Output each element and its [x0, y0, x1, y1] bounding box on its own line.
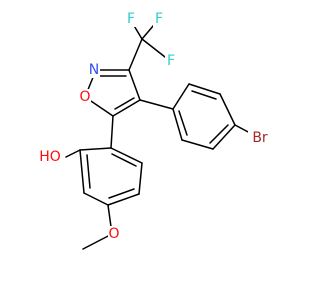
atom-label-o-methoxy: O	[108, 226, 119, 242]
bond-ph2-oh	[65, 149, 81, 158]
bond-c5-ph	[110, 115, 114, 149]
atom-label-f3: F	[167, 53, 175, 69]
atom-label-o-ring: O	[79, 89, 90, 105]
atom-label-f1: F	[127, 11, 135, 27]
bond-cf3-c	[128, 38, 143, 71]
bond-ph5-ph6	[138, 162, 143, 195]
mask-o-ring	[79, 89, 91, 105]
bond-c4-c3	[128, 69, 141, 101]
atom-label-br: Br	[252, 130, 268, 146]
bond-ar5-ar6	[181, 139, 214, 150]
mask-br	[248, 130, 272, 146]
bond-ph1-ph2	[79, 147, 112, 151]
mask-n	[88, 62, 100, 78]
bond-ar2-ar3	[188, 83, 221, 95]
bond-ar4-ar5-double	[209, 124, 229, 144]
atom-label-f2: F	[155, 11, 163, 27]
mask-o-methoxy	[108, 226, 120, 242]
bond-c4-ar	[139, 99, 174, 110]
bond-c-f3	[141, 38, 166, 58]
bond-ph6-ph1-double	[111, 153, 137, 167]
atom-label-ho: HO	[39, 149, 61, 165]
bond-ar4-ar5	[212, 124, 236, 150]
mask-f1	[125, 11, 137, 27]
mask-f3	[165, 53, 177, 69]
molecule-structure: F F F N O Br HO O	[36, 11, 272, 250]
bond-o-ch3	[82, 233, 113, 250]
atom-label-n: N	[89, 62, 99, 78]
bond-ar3-ar4	[219, 93, 236, 126]
bond-c5-c4-double	[114, 97, 135, 110]
bond-ph3-ph4	[83, 192, 109, 206]
bond-ar1-ar2	[172, 83, 190, 110]
bond-ar6-ar1	[172, 108, 183, 141]
bonds	[65, 18, 253, 250]
bond-ph4-ph5-double	[108, 188, 135, 199]
bond-ph6-ph1	[110, 147, 143, 164]
bond-ph4-ph5	[107, 193, 140, 206]
bond-c5-c4	[112, 99, 141, 117]
bond-ar2-ar3-double	[191, 90, 217, 100]
mask-ho	[36, 149, 64, 165]
bond-ar6-ar1-double	[178, 110, 188, 136]
bond-ph2-ph3-double	[86, 154, 91, 189]
bond-ph2-ph3	[79, 149, 85, 194]
atom-labels: F F F N O Br HO O	[36, 11, 272, 242]
molecule-canvas: F F F N O Br HO O	[36, 11, 272, 250]
mask-f2	[153, 11, 165, 27]
